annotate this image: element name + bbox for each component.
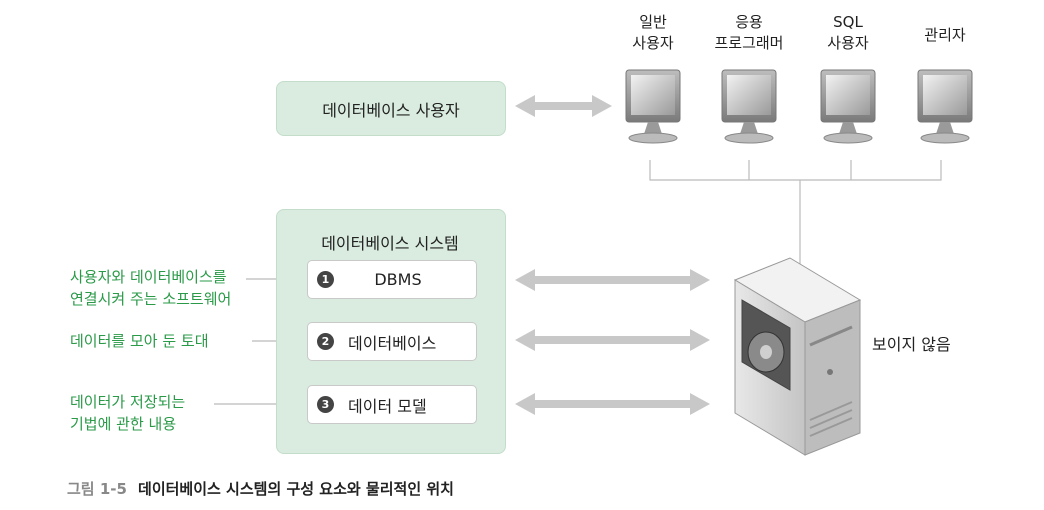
- user-label-line: 프로그래머: [714, 34, 784, 52]
- arrow-users-to-dbuser: [515, 95, 612, 117]
- user-label-line: 사용자: [827, 34, 869, 52]
- user-label-line: 일반: [639, 13, 667, 31]
- arrow-dbms-to-server: [515, 269, 710, 291]
- server-icon: [733, 257, 862, 456]
- user-label-line: SQL: [833, 13, 863, 31]
- note-dbms: 사용자와 데이터베이스를 연결시켜 주는 소프트웨어: [70, 266, 231, 310]
- user-label-admin: 관리자: [900, 25, 990, 46]
- note-line: 데이터를 모아 둔 토대: [70, 332, 209, 350]
- server-label: 보이지 않음: [872, 335, 951, 354]
- user-label-general: 일반 사용자: [608, 12, 698, 54]
- arrow-database-to-server: [515, 329, 710, 351]
- user-label-sql: SQL 사용자: [803, 12, 893, 54]
- note-line: 데이터가 저장되는: [70, 393, 186, 411]
- caption-text: 데이터베이스 시스템의 구성 요소와 물리적인 위치: [138, 480, 454, 498]
- component-label: DBMS: [374, 270, 422, 289]
- network-connector: [649, 160, 942, 270]
- component-dbms: 1 DBMS: [307, 260, 477, 299]
- note-line: 연결시켜 주는 소프트웨어: [70, 290, 232, 308]
- caption-number: 그림 1-5: [67, 480, 127, 498]
- number-badge: 3: [317, 396, 334, 413]
- database-user-label: 데이터베이스 사용자: [322, 100, 460, 120]
- component-label: 데이터베이스: [348, 333, 437, 353]
- note-line: 사용자와 데이터베이스를: [70, 268, 227, 286]
- note-database: 데이터를 모아 둔 토대: [70, 330, 209, 352]
- note-data-model: 데이터가 저장되는 기법에 관한 내용: [70, 391, 185, 435]
- database-system-title: 데이터베이스 시스템: [321, 234, 459, 253]
- component-label: 데이터 모델: [348, 396, 427, 416]
- number-badge: 1: [317, 271, 334, 288]
- monitor-icon: [721, 69, 777, 144]
- arrow-datamodel-to-server: [515, 393, 710, 415]
- monitor-icon: [820, 69, 876, 144]
- monitor-icon: [917, 69, 973, 144]
- component-database: 2 데이터베이스: [307, 322, 477, 361]
- note-line: 기법에 관한 내용: [70, 415, 177, 433]
- figure-caption: 그림 1-5 데이터베이스 시스템의 구성 요소와 물리적인 위치: [67, 478, 454, 499]
- component-data-model: 3 데이터 모델: [307, 385, 477, 424]
- monitor-icon: [625, 69, 681, 144]
- number-badge: 2: [317, 333, 334, 350]
- user-label-line: 사용자: [632, 34, 674, 52]
- user-label-programmer: 응용 프로그래머: [704, 12, 794, 54]
- user-label-line: 응용: [735, 13, 763, 31]
- database-user-box: 데이터베이스 사용자: [276, 81, 506, 136]
- user-label-line: 관리자: [924, 26, 966, 44]
